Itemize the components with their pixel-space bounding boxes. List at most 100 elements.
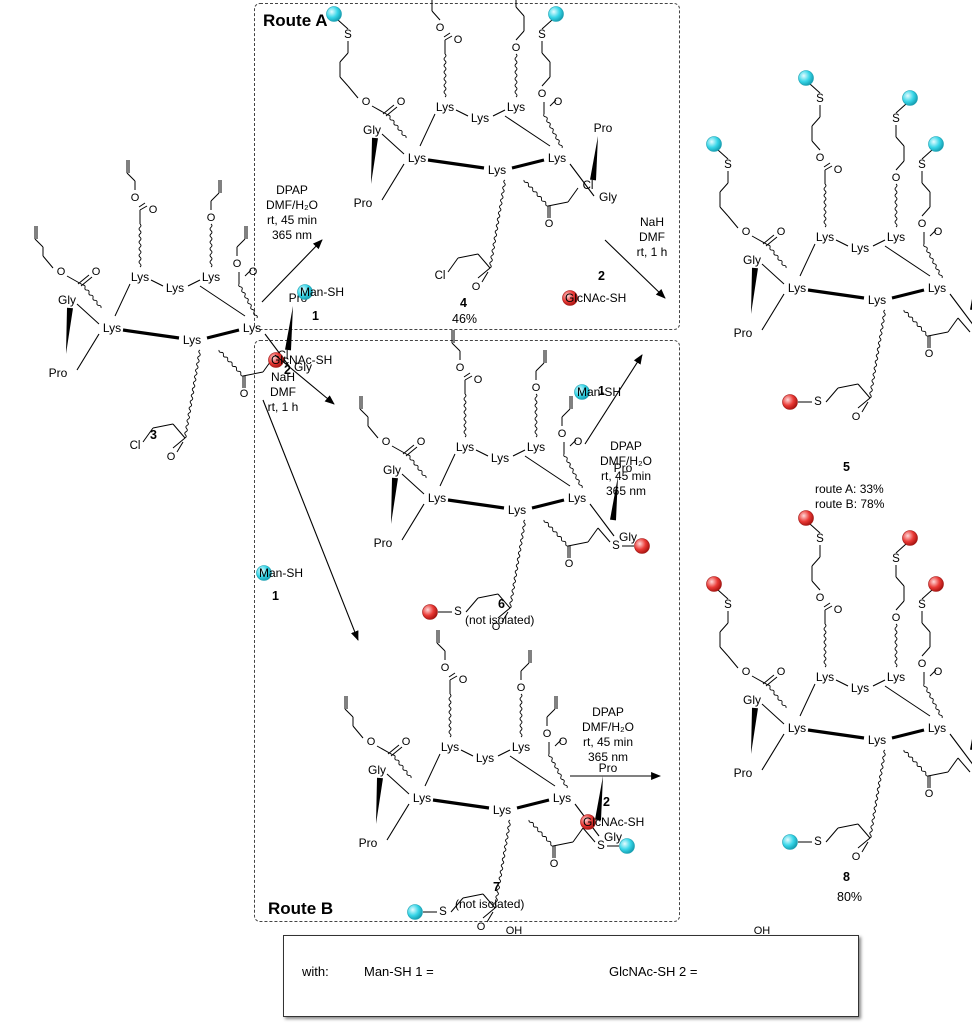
compound-6-note: (not isolated) (465, 613, 535, 627)
svg-text:O: O (233, 258, 242, 270)
compound-5-number: 5 (843, 460, 850, 474)
svg-text:Gly: Gly (58, 293, 76, 307)
conditions-a2: NaH DMF rt, 1 h (636, 215, 668, 259)
mannose-sphere (902, 90, 918, 106)
svg-text:O: O (362, 96, 371, 108)
svg-text:O: O (512, 42, 521, 54)
svg-text:S: S (439, 906, 447, 918)
svg-text:O: O (934, 226, 943, 238)
svg-text:Lys: Lys (527, 440, 545, 454)
svg-text:O: O (816, 592, 825, 604)
svg-text:O: O (167, 451, 176, 463)
conditions-a1: DPAP DMF/H₂O rt, 45 min 365 nm (266, 183, 318, 242)
glcnac-sh-label: GlcNAc-SH (271, 353, 332, 367)
svg-text:Cl: Cl (583, 180, 594, 192)
mannose-sphere (706, 136, 722, 152)
mannose-sphere (798, 70, 814, 86)
legend-man-label: Man-SH 1 = (364, 964, 434, 979)
svg-text:O: O (456, 362, 465, 374)
svg-text:Lys: Lys (428, 491, 446, 505)
svg-text:Lys: Lys (471, 111, 489, 125)
svg-text:O: O (454, 34, 463, 46)
man-sh-reagent-sphere (256, 565, 272, 581)
compound-4-yield: 46% (452, 312, 478, 326)
svg-text:S: S (612, 540, 620, 552)
svg-text:O: O (532, 382, 541, 394)
arrow-3-to-4 (261, 239, 323, 303)
legend-glc-label: GlcNAc-SH 2 = (609, 964, 698, 979)
reagent-number-2-c: 2 (603, 795, 610, 809)
svg-text:S: S (538, 29, 546, 41)
svg-text:Lys: Lys (568, 491, 586, 505)
svg-text:O: O (559, 736, 568, 748)
svg-text:S: S (597, 840, 605, 852)
svg-text:O: O (492, 621, 501, 633)
svg-text:O: O (367, 736, 376, 748)
svg-text:O: O (574, 436, 583, 448)
svg-text:Lys: Lys (507, 100, 525, 114)
conditions-b3: DPAP DMF/H₂O rt, 45 min 365 nm (582, 705, 634, 764)
svg-text:O: O (834, 164, 843, 176)
glcnac-sphere (422, 604, 438, 620)
svg-text:Gly: Gly (743, 693, 761, 707)
svg-text:Lys: Lys (887, 670, 905, 684)
compound-8-yield: 80% (837, 890, 863, 904)
mannose-sphere (326, 6, 342, 22)
svg-text:Lys: Lys (553, 791, 571, 805)
svg-text:Lys: Lys (413, 791, 431, 805)
svg-text:Gly: Gly (743, 253, 761, 267)
compound-5-yield-route-b: route B: 78% (815, 497, 885, 511)
svg-text:S: S (814, 396, 822, 408)
arrow-3-to-6 (274, 354, 335, 405)
svg-text:Pro: Pro (359, 836, 378, 850)
arrow-4-to-5 (604, 239, 666, 299)
glcnac-sphere (706, 576, 722, 592)
svg-text:Pro: Pro (354, 196, 373, 210)
svg-text:Lys: Lys (851, 241, 869, 255)
svg-text:Pro: Pro (599, 761, 618, 775)
svg-text:S: S (814, 836, 822, 848)
svg-text:O: O (918, 658, 927, 670)
svg-text:O: O (892, 612, 901, 624)
svg-text:Cl: Cl (278, 350, 289, 362)
man-sh-reagent-sphere (574, 384, 590, 400)
svg-text:O: O (402, 736, 411, 748)
svg-text:O: O (742, 226, 751, 238)
svg-text:Lys: Lys (788, 721, 806, 735)
svg-text:Lys: Lys (183, 333, 201, 347)
svg-text:S: S (724, 159, 732, 171)
svg-text:Gly: Gly (363, 123, 381, 137)
route-b-title: Route B (268, 899, 334, 918)
compound-6-number: 6 (498, 597, 505, 611)
compound-3-number: 3 (150, 428, 157, 442)
reagent-number-2-b: 2 (284, 363, 291, 377)
legend-with-label: with: (302, 964, 329, 979)
svg-text:Lys: Lys (488, 163, 506, 177)
glcnac-sphere (928, 576, 944, 592)
svg-text:Pro: Pro (594, 121, 613, 135)
svg-text:O: O (543, 728, 552, 740)
glcnac-sh-reagent-sphere (268, 352, 284, 368)
svg-text:Lys: Lys (131, 270, 149, 284)
svg-text:O: O (925, 788, 934, 800)
mannose-sphere (548, 6, 564, 22)
glcnac-sh-label: GlcNAc-SH (583, 815, 644, 829)
compound-5-structure: GlyProProGlyLysLysLysLysLysLysOOSOOSOSOO… (706, 70, 972, 423)
svg-text:Lys: Lys (887, 230, 905, 244)
man-sh-reagent-sphere (297, 284, 313, 300)
svg-text:O: O (417, 436, 426, 448)
svg-text:O: O (925, 348, 934, 360)
svg-text:Lys: Lys (868, 293, 886, 307)
svg-text:Lys: Lys (868, 733, 886, 747)
svg-text:S: S (344, 29, 352, 41)
svg-text:Gly: Gly (619, 530, 637, 544)
conditions-b2: DPAP DMF/H₂O rt, 45 min 365 nm (600, 439, 652, 498)
svg-text:O: O (934, 666, 943, 678)
svg-text:S: S (816, 93, 824, 105)
svg-text:O: O (92, 266, 101, 278)
svg-text:O: O (777, 666, 786, 678)
svg-text:O: O (558, 428, 567, 440)
svg-text:OH: OH (754, 925, 771, 937)
